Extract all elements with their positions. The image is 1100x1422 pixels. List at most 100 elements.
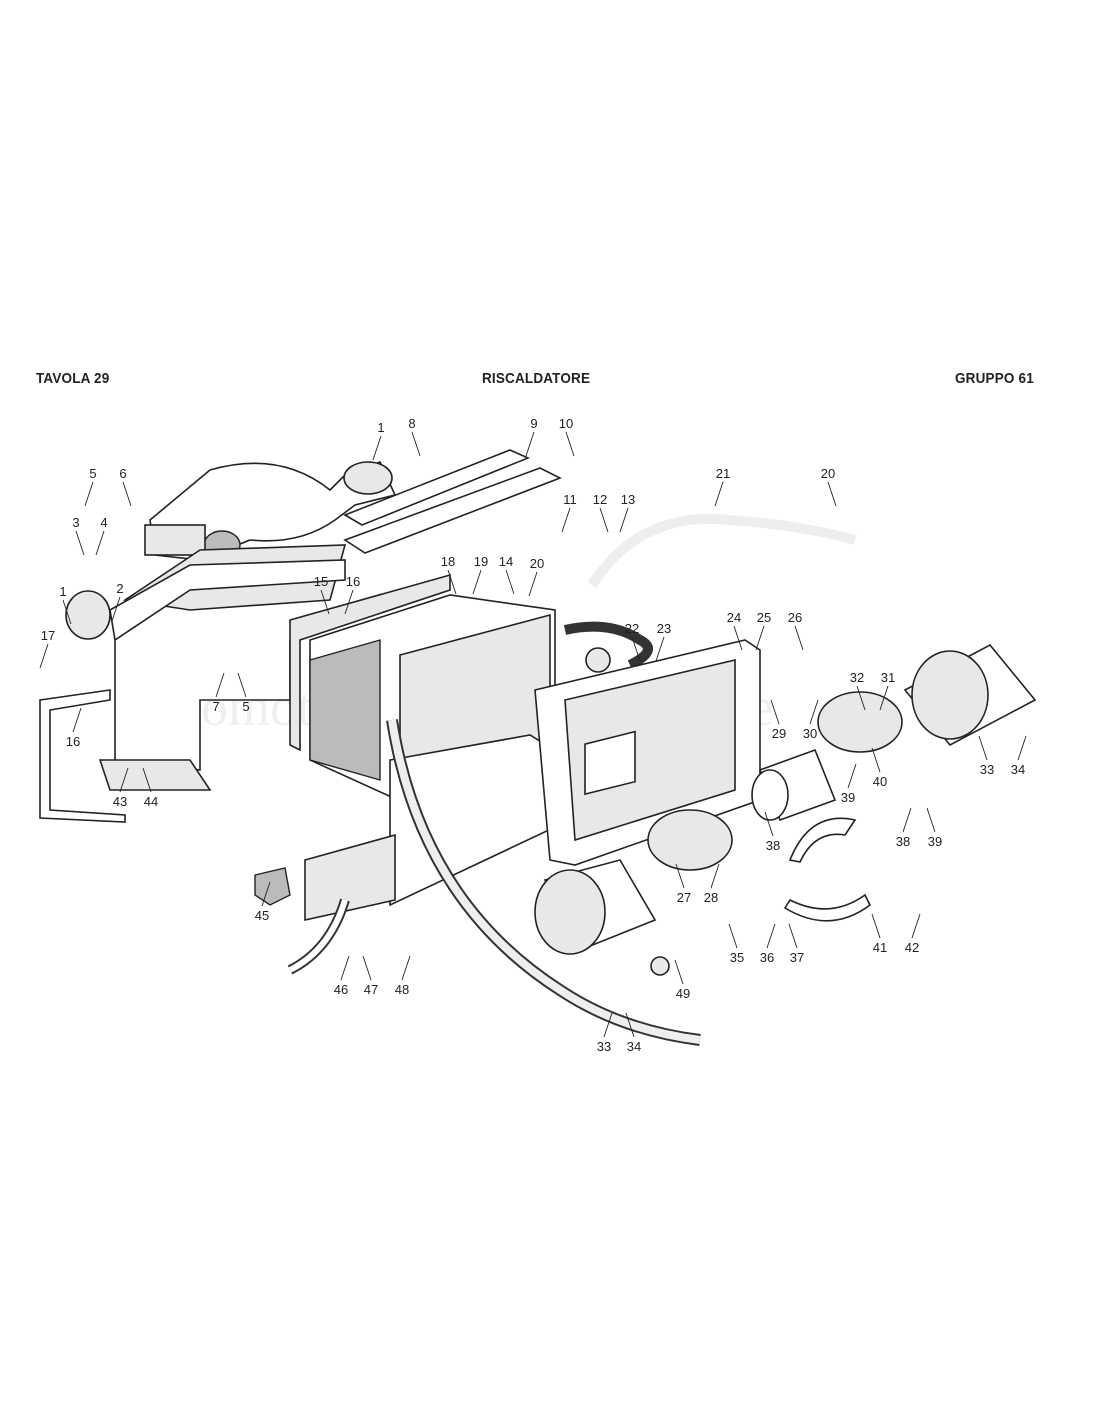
leader-line bbox=[911, 913, 921, 939]
callout-40: 40 bbox=[873, 774, 887, 789]
motor-bracket-lower bbox=[783, 893, 872, 922]
callout-33: 33 bbox=[980, 762, 994, 777]
leader-line bbox=[84, 481, 94, 507]
callout-31: 31 bbox=[881, 670, 895, 685]
callout-24: 24 bbox=[727, 610, 741, 625]
callout-42: 42 bbox=[905, 940, 919, 955]
fan-housing-plate bbox=[534, 639, 761, 866]
callout-21: 21 bbox=[716, 466, 730, 481]
leader-line bbox=[714, 481, 724, 507]
leader-line bbox=[122, 481, 132, 507]
callout-37: 37 bbox=[790, 950, 804, 965]
callout-33: 33 bbox=[597, 1039, 611, 1054]
air-intake-duct bbox=[144, 460, 397, 561]
callout-20: 20 bbox=[821, 466, 835, 481]
callout-15: 15 bbox=[314, 574, 328, 589]
leader-line bbox=[674, 959, 684, 985]
callout-27: 27 bbox=[677, 890, 691, 905]
blower-housing-left bbox=[534, 859, 657, 955]
tap-45 bbox=[254, 867, 291, 906]
callout-2: 2 bbox=[116, 581, 123, 596]
leader-line bbox=[525, 431, 535, 457]
blower-motor bbox=[751, 748, 837, 822]
callout-18: 18 bbox=[441, 554, 455, 569]
leader-line bbox=[794, 625, 804, 651]
leader-line bbox=[599, 507, 609, 533]
callout-12: 12 bbox=[593, 492, 607, 507]
callout-29: 29 bbox=[772, 726, 786, 741]
leader-line bbox=[733, 625, 743, 651]
callout-26: 26 bbox=[788, 610, 802, 625]
callout-39: 39 bbox=[928, 834, 942, 849]
leader-line bbox=[472, 569, 482, 595]
callout-44: 44 bbox=[144, 794, 158, 809]
leader-line bbox=[978, 735, 988, 761]
leader-line bbox=[728, 923, 738, 949]
plate-number: TAVOLA 29 bbox=[36, 370, 110, 387]
leader-line bbox=[528, 571, 538, 597]
leader-line bbox=[401, 955, 411, 981]
callout-1: 1 bbox=[377, 420, 384, 435]
leader-line bbox=[215, 672, 225, 698]
water-valve bbox=[585, 647, 611, 673]
callout-41: 41 bbox=[873, 940, 887, 955]
callout-49: 49 bbox=[676, 986, 690, 1001]
leader-line bbox=[372, 435, 382, 461]
leader-line bbox=[320, 589, 330, 615]
callout-34: 34 bbox=[627, 1039, 641, 1054]
callout-36: 36 bbox=[760, 950, 774, 965]
callout-5: 5 bbox=[242, 699, 249, 714]
callout-45: 45 bbox=[255, 908, 269, 923]
leader-line bbox=[111, 596, 121, 622]
leader-line bbox=[871, 913, 881, 939]
grommet bbox=[650, 956, 670, 976]
callout-34: 34 bbox=[1011, 762, 1025, 777]
group-number: GRUPPO 61 bbox=[955, 370, 1034, 387]
callout-38: 38 bbox=[896, 834, 910, 849]
callout-10: 10 bbox=[559, 416, 573, 431]
leader-line bbox=[788, 923, 798, 949]
leader-line bbox=[505, 569, 515, 595]
callout-16: 16 bbox=[66, 734, 80, 749]
leader-line bbox=[755, 625, 765, 651]
callout-46: 46 bbox=[334, 982, 348, 997]
leader-line bbox=[62, 599, 72, 625]
leader-line bbox=[926, 807, 936, 833]
leader-line bbox=[879, 685, 889, 711]
leader-line bbox=[655, 636, 665, 662]
leader-line bbox=[603, 1012, 613, 1038]
leader-line bbox=[710, 863, 720, 889]
motor-bracket bbox=[788, 817, 857, 863]
callout-17: 17 bbox=[41, 628, 55, 643]
callout-28: 28 bbox=[704, 890, 718, 905]
callout-35: 35 bbox=[730, 950, 744, 965]
leader-line bbox=[766, 923, 776, 949]
callout-30: 30 bbox=[803, 726, 817, 741]
callout-43: 43 bbox=[113, 794, 127, 809]
leader-line bbox=[72, 707, 82, 733]
callout-20: 20 bbox=[530, 556, 544, 571]
leader-line bbox=[565, 431, 575, 457]
impeller-28 bbox=[647, 809, 733, 871]
hose-23 bbox=[563, 621, 653, 670]
leader-line bbox=[447, 569, 457, 595]
heater-frame bbox=[39, 544, 347, 823]
leader-line bbox=[619, 507, 629, 533]
leader-line bbox=[847, 763, 857, 789]
leader-line bbox=[340, 955, 350, 981]
leader-line bbox=[770, 699, 780, 725]
leader-line bbox=[362, 955, 372, 981]
filter-pad bbox=[304, 833, 396, 921]
leader-line bbox=[871, 747, 881, 773]
callout-11: 11 bbox=[563, 492, 577, 507]
callout-47: 47 bbox=[364, 982, 378, 997]
callout-48: 48 bbox=[395, 982, 409, 997]
leader-line bbox=[344, 589, 354, 615]
callout-3: 3 bbox=[72, 515, 79, 530]
diagram-title: RISCALDATORE bbox=[482, 370, 591, 387]
leader-line bbox=[631, 636, 641, 662]
callout-8: 8 bbox=[408, 416, 415, 431]
leader-line bbox=[119, 767, 129, 793]
